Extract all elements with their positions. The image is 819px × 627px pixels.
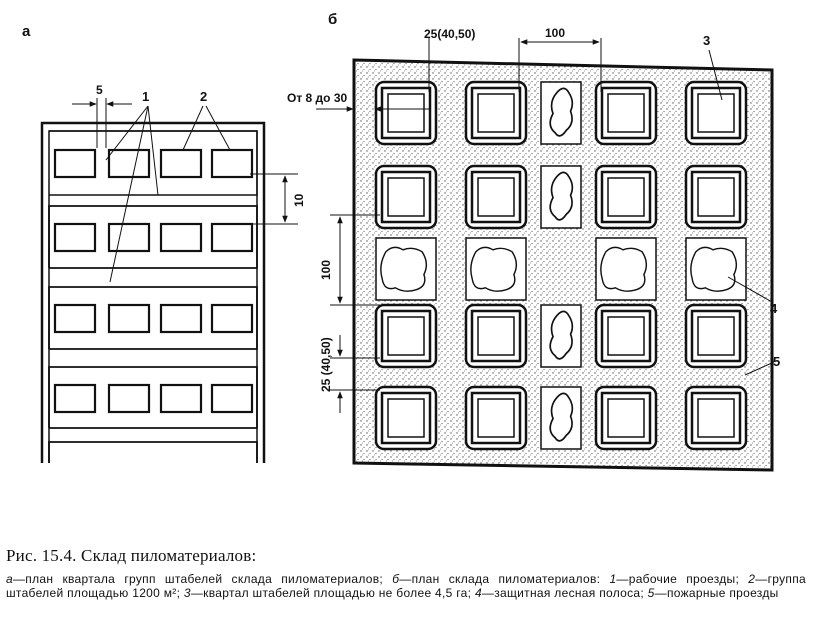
tree-cluster [549, 171, 574, 221]
legend-item: а—план квартала групп штабелей склада пи… [6, 572, 393, 586]
forest-belt-plot [540, 81, 582, 145]
stack [159, 148, 203, 179]
dim-row-gap: 10 [250, 173, 306, 225]
stack-group-inner [387, 93, 425, 133]
stack [159, 303, 203, 334]
forest-belt-plot [540, 386, 582, 450]
tree-cluster [600, 246, 648, 292]
dim-top-left-label: 25(40,50) [424, 27, 475, 41]
dim-stack-gap-label: 5 [96, 83, 103, 97]
block-row [48, 441, 258, 463]
dim-side-upper: 100 [319, 214, 380, 306]
tree-cluster [690, 246, 738, 292]
block-row [49, 130, 258, 196]
stack [210, 222, 254, 253]
callout-quarter: 3 [703, 33, 723, 101]
tree-cluster [549, 310, 574, 360]
panel-b-letter: б [328, 11, 337, 28]
dim-top-right-label: 100 [545, 26, 565, 40]
legend-item: 2—группа штабелей площадью 1200 м²; [6, 572, 806, 600]
stack-group-inner [607, 316, 645, 356]
figure-legend: а—план квартала групп штабелей склада пи… [6, 572, 806, 600]
stack-group-inner [697, 316, 735, 356]
stack-group-inner [477, 398, 515, 438]
stack-group-inner [607, 177, 645, 217]
callout-4-label: 4 [770, 301, 778, 316]
legend-item: 1—рабочие проезды; [609, 572, 749, 586]
dim-top-right: 100 [520, 26, 602, 92]
stack-group-inner [697, 398, 735, 438]
callout-1-label: 1 [142, 89, 149, 104]
stack-group-inner [387, 177, 425, 217]
dim-side-lower: 25 (40,50) [319, 335, 380, 413]
forest-belt-area [352, 58, 774, 472]
stack [53, 383, 97, 414]
tree-cluster [380, 246, 428, 292]
stack-group-inner [387, 398, 425, 438]
figure-caption-title: Рис. 15.4. Склад пиломатериалов: [6, 546, 257, 565]
block-row [48, 286, 258, 350]
legend-item: 4—защитная лесная полоса; [474, 586, 648, 600]
stack-group-inner [387, 316, 425, 356]
callout-3-label: 3 [703, 33, 710, 48]
legend-item: б—план склада пиломатериалов: [392, 572, 610, 586]
panel-a-block-plan: а 5 10 1 2 [22, 23, 306, 463]
stack-group-inner [697, 93, 735, 133]
stack [107, 222, 151, 253]
stack [107, 383, 151, 414]
forest-belt-plot [540, 165, 582, 229]
callout-forest-belt: 4 [727, 276, 778, 316]
stack [210, 303, 254, 334]
callout-5-label: 5 [773, 354, 780, 369]
block-row [48, 205, 258, 269]
block-row [48, 366, 258, 429]
stack [159, 383, 203, 414]
dim-edge: От 8 до 30 [287, 91, 430, 112]
callout-fire-passage: 5 [744, 354, 780, 376]
stack-group-inner [697, 177, 735, 217]
stack-group-inner [607, 93, 645, 133]
callout-working-passages: 1 [105, 89, 159, 283]
dim-top-left: 25(40,50) [424, 27, 520, 92]
stack-group-inner [477, 316, 515, 356]
dim-stack-gap: 5 [72, 83, 132, 148]
tree-cluster [549, 87, 574, 137]
tree-cluster [470, 246, 518, 292]
forest-belt-plot [540, 304, 582, 368]
panel-a-outer-frame [40, 121, 266, 463]
tree-cluster [549, 392, 574, 442]
stack-group-inner [477, 177, 515, 217]
panel-a-letter: а [22, 23, 31, 40]
stack [53, 222, 97, 253]
stack [53, 303, 97, 334]
panel-b-warehouse-plan: б 25(40,50) 100 От 8 до 30 100 [287, 11, 780, 472]
dim-row-gap-label: 10 [292, 193, 306, 207]
quarter-grid [374, 80, 748, 451]
dim-side-upper-label: 100 [319, 260, 333, 280]
stack [107, 303, 151, 334]
callout-stack-group: 2 [182, 89, 231, 151]
stack [53, 148, 97, 179]
stack [159, 222, 203, 253]
panel-a-inner-frame [48, 130, 258, 463]
stack-group-inner [607, 398, 645, 438]
stack-group-inner [477, 93, 515, 133]
callout-2-label: 2 [200, 89, 207, 104]
stack [210, 383, 254, 414]
dim-edge-label: От 8 до 30 [287, 91, 348, 105]
warehouse-plan-figure: а 5 10 1 2 [22, 11, 780, 472]
panel-a-stack-rows [48, 130, 258, 463]
stack [210, 148, 254, 179]
legend-item: 5—пожарные проезды [647, 586, 779, 600]
legend-item: 3—квартал штабелей площадью не более 4,5… [183, 586, 475, 600]
stack [107, 148, 151, 179]
dim-side-lower-label: 25 (40,50) [319, 337, 333, 392]
